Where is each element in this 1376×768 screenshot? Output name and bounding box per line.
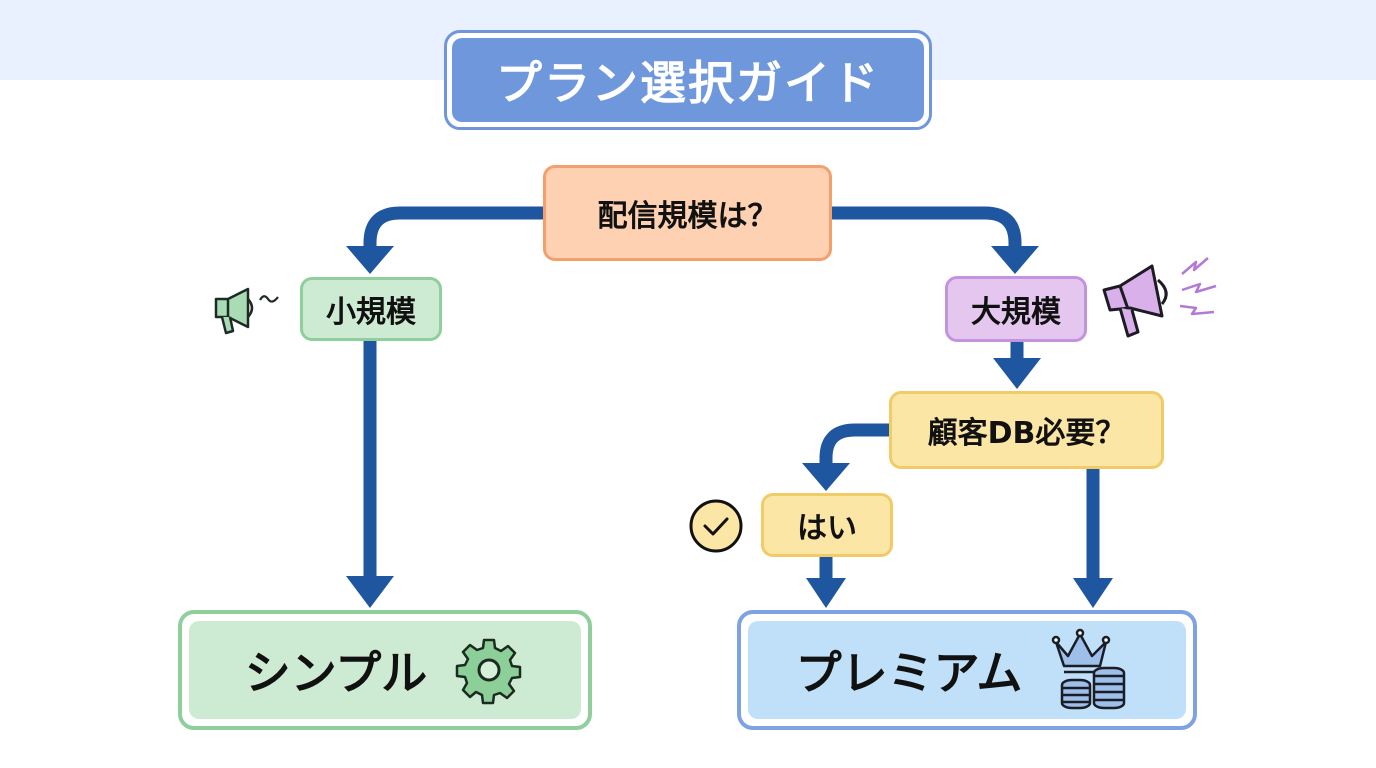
arrowhead-yes: [802, 463, 850, 491]
gear-icon: [456, 638, 522, 705]
arrowhead-simple: [346, 576, 394, 608]
megaphone-loud-icon: [1102, 257, 1217, 338]
node-question-scale: 配信規模は？: [543, 165, 832, 261]
title-text: プラン選択ガイド: [452, 38, 924, 122]
node-question-db: 顧客DB必要？: [889, 391, 1164, 469]
result-premium: プレミアム: [737, 610, 1197, 730]
diagram-title: プラン選択ガイド: [444, 30, 932, 130]
arrow-question-to-large: [832, 206, 1022, 250]
result-premium-inner: プレミアム: [748, 621, 1186, 719]
result-simple-inner: シンプル: [189, 621, 581, 719]
result-premium-label: プレミアム: [795, 646, 1023, 700]
node-small-scale: 小規模: [300, 277, 442, 341]
result-simple-label: シンプル: [244, 646, 428, 700]
result-simple: シンプル: [178, 610, 592, 730]
arrowhead-premium-left: [806, 578, 846, 608]
arrowhead-premium-right: [1073, 578, 1113, 608]
arrowhead-db: [993, 358, 1041, 389]
checkmark-circle-icon: [689, 499, 743, 553]
arrowhead-small: [346, 246, 394, 274]
node-yes: はい: [761, 493, 893, 557]
crown-coins-icon: [1052, 628, 1126, 710]
megaphone-quiet-icon: [214, 287, 279, 335]
arrow-question-to-small: [363, 206, 545, 250]
node-large-scale: 大規模: [945, 276, 1087, 342]
arrow-db-to-yes: [819, 423, 889, 466]
arrowhead-large: [991, 246, 1039, 274]
